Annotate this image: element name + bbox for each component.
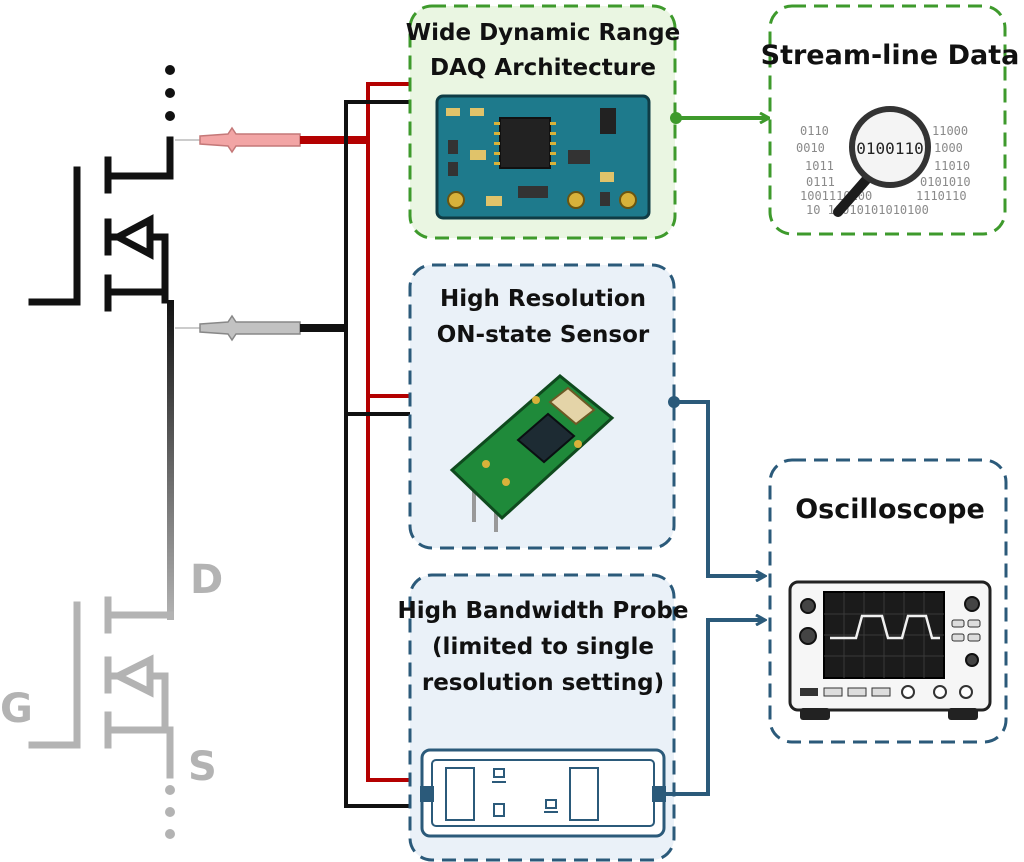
probe-module-icon bbox=[420, 748, 666, 838]
terminal-drain-label: D bbox=[190, 557, 223, 603]
svg-text:1011: 1011 bbox=[805, 159, 834, 173]
svg-text:0110: 0110 bbox=[800, 124, 829, 138]
terminal-gate-label: G bbox=[0, 686, 33, 732]
high-bandwidth-probe-box: High Bandwidth Probe (limited to single … bbox=[398, 573, 689, 862]
probe-black bbox=[175, 314, 346, 342]
continuation-dots-bottom bbox=[165, 785, 175, 839]
sensor-board-icon bbox=[449, 374, 615, 532]
scope-title: Oscilloscope bbox=[795, 494, 985, 525]
probe-title-line1: High Bandwidth Probe bbox=[398, 598, 689, 624]
arrow-sensor-to-scope bbox=[668, 396, 764, 576]
stream-title: Stream-line Data bbox=[761, 40, 1020, 71]
mosfet-bottom bbox=[28, 596, 174, 779]
stream-line-data-box: Stream-line Data 0110 11000 0010 1000 10… bbox=[761, 4, 1020, 236]
magnifier-icon: 0100110 bbox=[833, 106, 931, 217]
daq-title-line2: DAQ Architecture bbox=[430, 55, 656, 81]
svg-text:0111: 0111 bbox=[806, 175, 835, 189]
sensor-title-line2: ON-state Sensor bbox=[437, 322, 650, 348]
daq-title-line1: Wide Dynamic Range bbox=[406, 20, 680, 46]
svg-text:11000: 11000 bbox=[932, 124, 968, 138]
sensor-title-line1: High Resolution bbox=[440, 286, 646, 312]
probe-title-line2: (limited to single bbox=[432, 634, 654, 660]
red-wire-bus bbox=[366, 82, 422, 782]
probe-title-line3: resolution setting) bbox=[422, 670, 664, 696]
svg-text:1000: 1000 bbox=[934, 141, 963, 155]
svg-text:11010: 11010 bbox=[934, 159, 970, 173]
svg-text:0010: 0010 bbox=[796, 141, 825, 155]
black-wire-bus bbox=[344, 100, 422, 808]
daq-architecture-box: Wide Dynamic Range DAQ Architecture bbox=[406, 4, 680, 240]
on-state-sensor-box: High Resolution ON-state Sensor bbox=[408, 263, 676, 550]
arrow-daq-to-stream bbox=[670, 112, 768, 124]
daq-board-icon bbox=[435, 94, 651, 220]
node-wire bbox=[167, 300, 174, 620]
terminal-source-label: S bbox=[188, 744, 217, 790]
continuation-dots-top bbox=[165, 65, 175, 121]
oscilloscope-icon bbox=[788, 580, 992, 720]
svg-text:10 10010101010100: 10 10010101010100 bbox=[806, 203, 929, 217]
svg-text:1110110: 1110110 bbox=[916, 189, 967, 203]
mosfet-top bbox=[28, 136, 174, 312]
magnifier-text: 0100110 bbox=[856, 139, 923, 158]
oscilloscope-box: Oscilloscope bbox=[768, 458, 1008, 744]
svg-text:0101010: 0101010 bbox=[920, 175, 971, 189]
arrow-probe-to-scope bbox=[654, 620, 764, 800]
probe-red bbox=[175, 126, 368, 154]
